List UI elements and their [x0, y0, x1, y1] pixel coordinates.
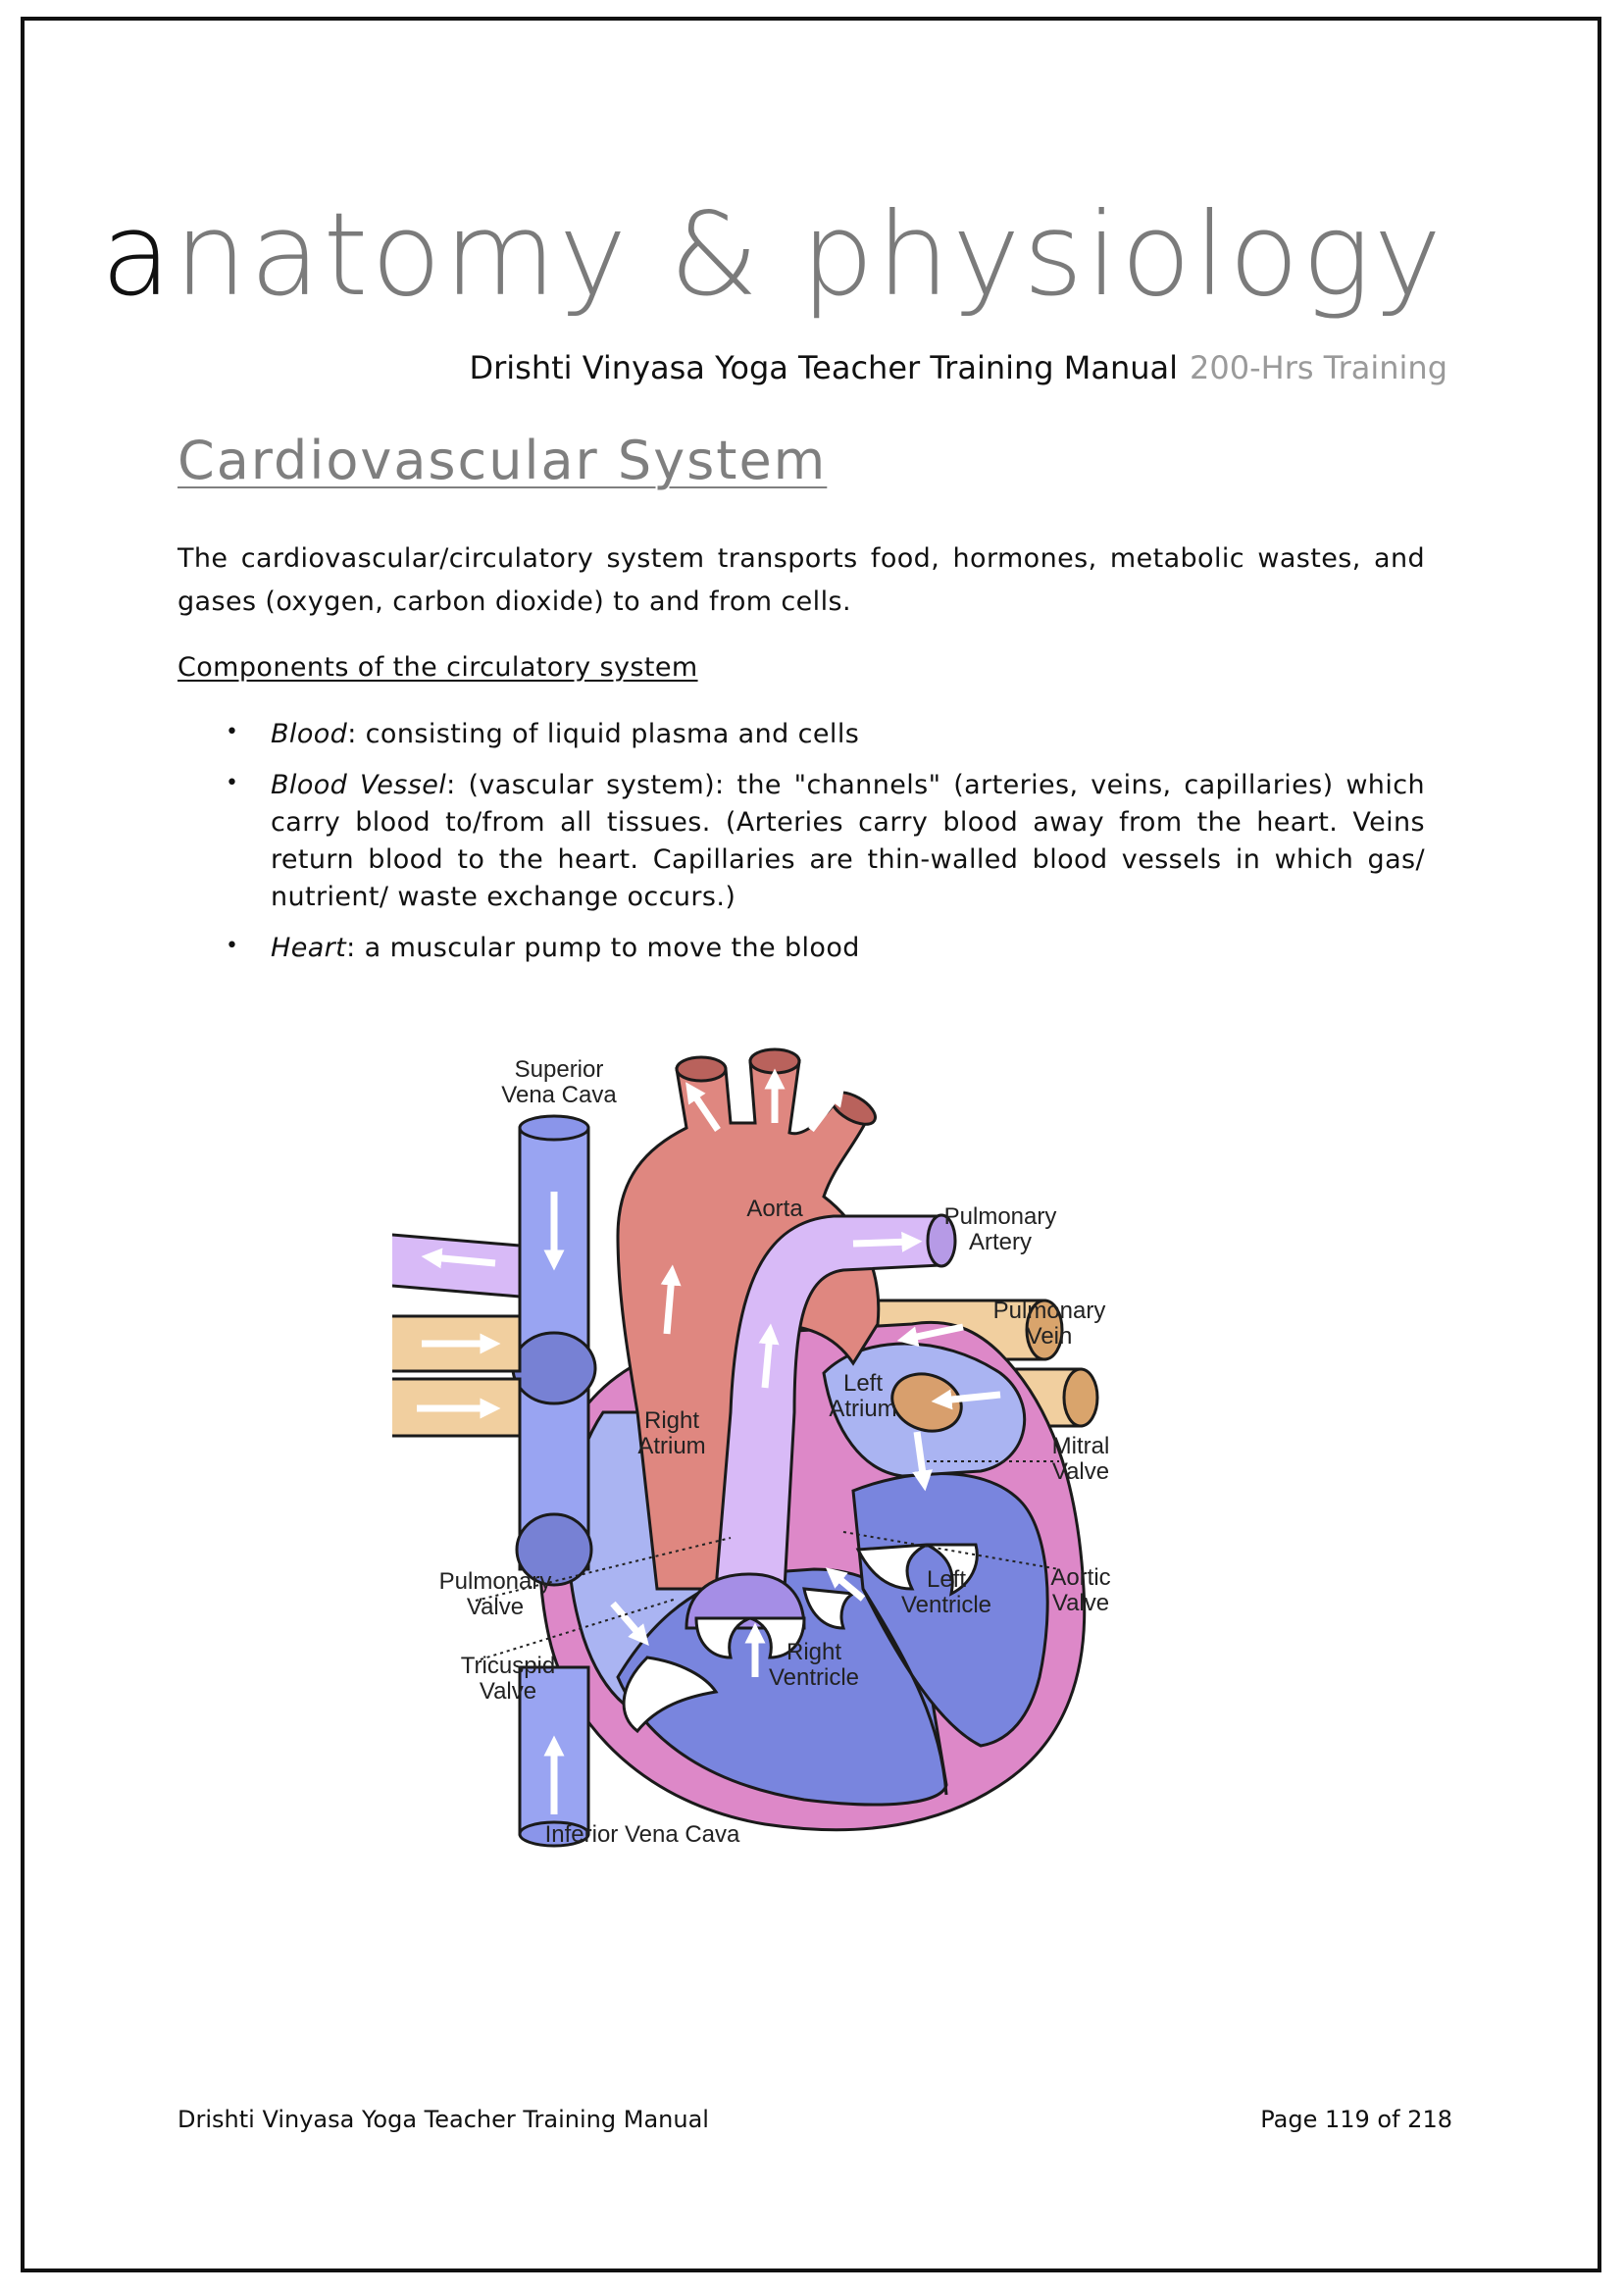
bullet-icon: •: [226, 714, 238, 751]
label-right-atrium-2: Atrium: [637, 1433, 705, 1459]
label-right-ventricle-2: Ventricle: [769, 1664, 859, 1691]
list-item-heart: • Heart: a muscular pump to move the bloo…: [226, 930, 1425, 967]
header-title-rest: natomy & physiology: [175, 187, 1445, 322]
label-superior-vena-cava: Superior: [515, 1056, 604, 1083]
heart-diagram: Superior Vena Cava Aorta Pulmonary Arter…: [392, 1040, 1236, 1863]
page-header-title: anatomy & physiology: [0, 186, 1445, 324]
label-tricuspid-valve-2: Valve: [480, 1678, 536, 1705]
label-aortic-valve-2: Valve: [1052, 1590, 1109, 1616]
components-list: • Blood: consisting of liquid plasma and …: [226, 716, 1425, 981]
section-title: Cardiovascular System: [178, 430, 827, 491]
label-pulmonary-vein: Pulmonary: [993, 1298, 1106, 1324]
heart-diagram-svg: Superior Vena Cava Aorta Pulmonary Arter…: [392, 1040, 1236, 1863]
label-inferior-vena-cava: Inferior Vena Cava: [545, 1821, 740, 1848]
label-left-atrium: Left: [843, 1370, 883, 1397]
label-mitral-valve-2: Valve: [1052, 1458, 1109, 1485]
components-heading: Components of the circulatory system: [178, 652, 698, 683]
manual-name: Drishti Vinyasa Yoga Teacher Training Ma…: [469, 349, 1178, 386]
label-aorta: Aorta: [746, 1196, 803, 1222]
label-pulmonary-artery: Pulmonary: [944, 1203, 1057, 1230]
header-title-first-letter: a: [101, 187, 175, 322]
label-tricuspid-valve: Tricuspid: [461, 1653, 555, 1679]
bullet-icon: •: [226, 928, 238, 965]
label-pulmonary-valve-2: Valve: [467, 1594, 524, 1620]
label-pulmonary-artery-2: Artery: [969, 1229, 1032, 1255]
bullet-icon: •: [226, 765, 238, 802]
label-left-atrium-2: Atrium: [829, 1396, 896, 1422]
term-blood: Blood: [271, 719, 347, 749]
footer-page-number: Page 119 of 218: [1079, 2106, 1452, 2133]
label-superior-vena-cava-2: Vena Cava: [501, 1082, 617, 1108]
list-item-blood-vessel: •Blood Vessel: (vascular system): the "c…: [226, 767, 1425, 916]
pulmonary-veins-left: [392, 1316, 520, 1436]
label-right-atrium: Right: [644, 1407, 699, 1434]
training-tag: 200-Hrs Training: [1190, 349, 1447, 386]
label-right-ventricle: Right: [787, 1639, 841, 1665]
intro-paragraph: The cardiovascular/circulatory system tr…: [178, 537, 1425, 624]
term-heart: Heart: [271, 933, 346, 963]
label-mitral-valve: Mitral: [1052, 1433, 1110, 1459]
term-blood-vessel: Blood Vessel: [271, 770, 446, 800]
label-left-ventricle: Left: [927, 1566, 966, 1593]
footer-manual-name: Drishti Vinyasa Yoga Teacher Training Ma…: [178, 2106, 709, 2133]
definition-heart: : a muscular pump to move the blood: [346, 933, 860, 963]
label-left-ventricle-2: Ventricle: [901, 1592, 991, 1618]
label-aortic-valve: Aortic: [1050, 1564, 1110, 1591]
list-item-blood: • Blood: consisting of liquid plasma and …: [226, 716, 1425, 753]
label-pulmonary-valve: Pulmonary: [439, 1568, 552, 1595]
pulmonary-artery-left-branch: [392, 1232, 520, 1297]
page-header-subtitle: Drishti Vinyasa Yoga Teacher Training Ma…: [0, 349, 1447, 386]
label-pulmonary-vein-2: Vein: [1027, 1323, 1073, 1350]
definition-blood: : consisting of liquid plasma and cells: [347, 719, 859, 749]
